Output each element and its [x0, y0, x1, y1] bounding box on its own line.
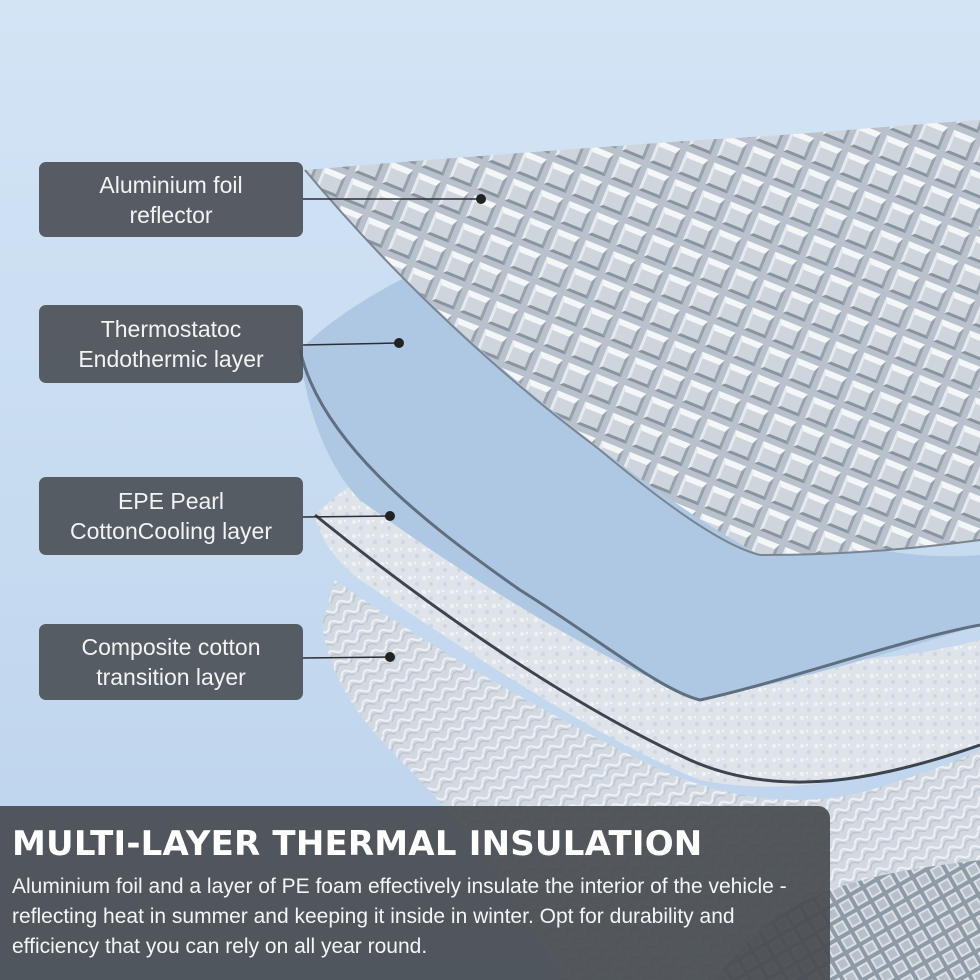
label-thermostatic-layer: Thermostatoc Endothermic layer [39, 305, 303, 383]
banner-title: MULTI-LAYER THERMAL INSULATION [12, 824, 703, 864]
marker-dot-foil [476, 194, 486, 204]
marker-dot-epe [385, 511, 395, 521]
label-composite-line2: transition layer [96, 664, 246, 690]
foil-layer-edge [304, 169, 980, 557]
banner-description: Aluminium foil and a layer of PE foam ef… [12, 875, 787, 958]
label-composite-line1: Composite cotton [81, 634, 261, 660]
marker-dot-thermostatic [394, 338, 404, 348]
thermostatic-blue-layer [300, 275, 980, 700]
leader-line-thermostatic [302, 342, 399, 346]
info-banner: MULTI-LAYER THERMAL INSULATION Aluminium… [0, 806, 830, 980]
label-composite-cotton: Composite cotton transition layer [39, 624, 303, 700]
blue-layer-edge [298, 349, 980, 702]
label-epe-line1: EPE Pearl [117, 488, 225, 514]
leader-line-composite [302, 656, 389, 659]
epe-layer-edge [314, 513, 980, 784]
marker-dot-composite [385, 652, 395, 662]
leader-lines [302, 194, 486, 662]
label-aluminium-foil-line1: Aluminium foil [99, 171, 243, 198]
aluminium-foil-layer [305, 120, 980, 555]
label-aluminium-foil: Aluminium foil reflector [39, 162, 303, 237]
label-thermostatic-line2: Endothermic layer [78, 346, 264, 372]
label-epe-line2: CottonCooling layer [69, 518, 272, 544]
label-thermostatic-line1: Thermostatoc [100, 316, 242, 342]
leader-line-epe [302, 515, 389, 518]
label-epe-pearl-cotton: EPE Pearl CottonCooling layer [39, 477, 303, 555]
label-aluminium-foil-line2: reflector [129, 201, 213, 228]
